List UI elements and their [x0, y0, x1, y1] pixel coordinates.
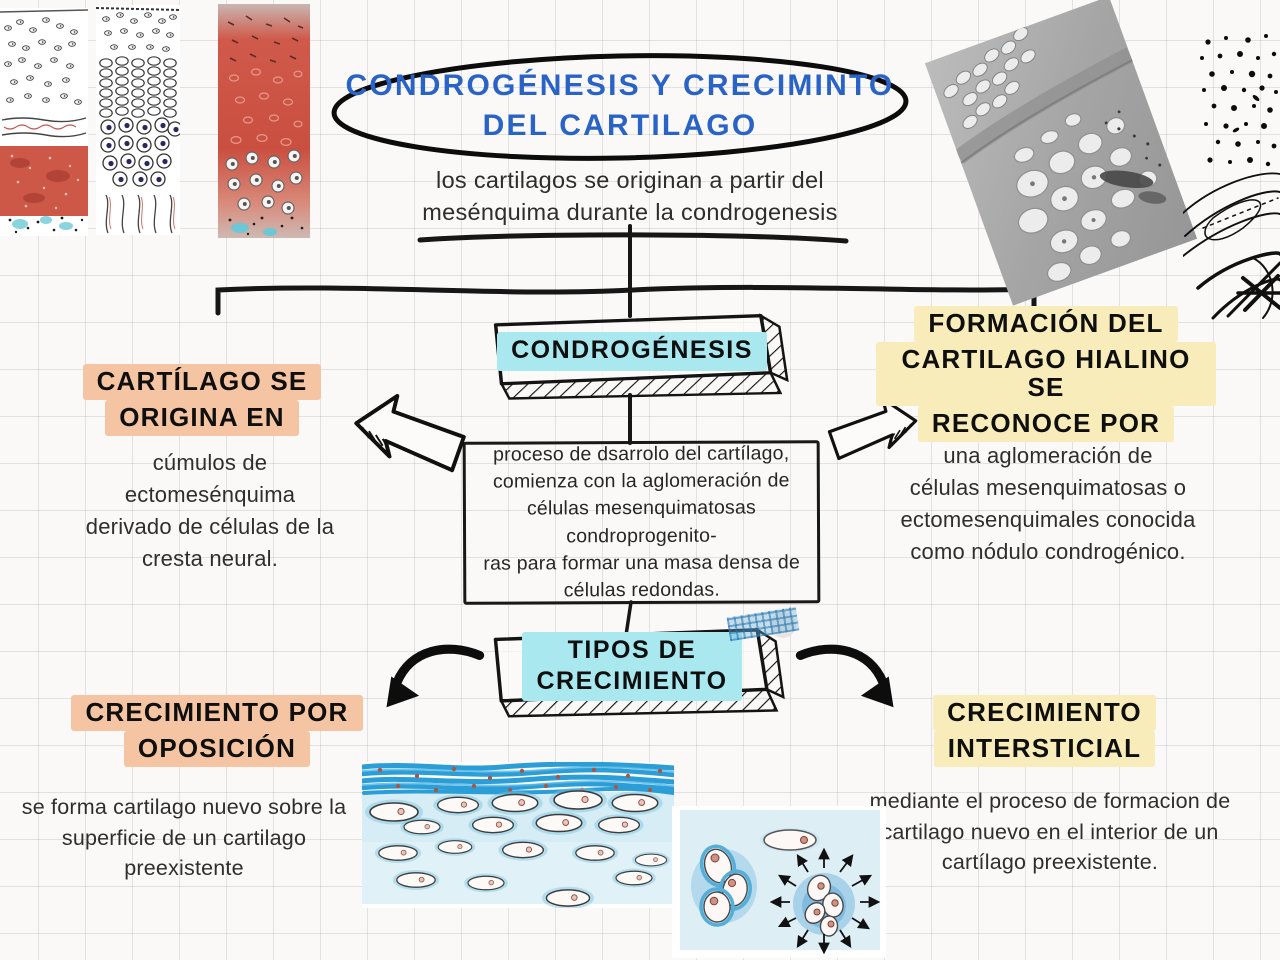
left-branch-heading: CARTÍLAGO SE ORIGINA EN [62, 364, 342, 437]
interstitial-growth-illustration [672, 806, 886, 958]
appositional-growth-illustration [362, 762, 674, 908]
process-note-line: proceso de dsarrolo del cartílago, [493, 441, 790, 466]
left-body-line: cúmulos de [152, 450, 268, 475]
process-note-line: ras para formar una masa densa de [483, 551, 801, 575]
opposition-heading: CRECIMIENTO POR OPOSICIÓN [62, 695, 372, 768]
opposition-heading-line-1: CRECIMIENTO POR [71, 695, 363, 732]
opposition-body-line: se forma cartilago nuevo sobre la [21, 795, 347, 819]
right-branch-body: una aglomeración de células mesenquimato… [862, 440, 1234, 568]
radiating-arrows [769, 847, 881, 955]
interstitial-body-line: cartilago nuevo en el interior de un [881, 819, 1219, 844]
right-heading-line-3: RECONOCE POR [917, 406, 1175, 443]
title-group: CONDROGÉNESIS Y CRECIMINTO DEL CARTILAGO [328, 52, 912, 162]
interstitial-body: mediante el proceso de formacion de cart… [860, 786, 1240, 878]
process-note-line: células redondas. [563, 578, 720, 602]
subtitle-line-1: los cartilagos se originan a partir del [436, 167, 824, 193]
dots-doodle [1200, 34, 1278, 167]
arrow-upper-left-icon [354, 393, 466, 473]
right-body-line: una aglomeración de [943, 443, 1153, 468]
subtitle-line-2: mesénquima durante la condrogenesis [422, 199, 838, 226]
right-heading-line-2: CARTILAGO HIALINO SE [876, 342, 1216, 407]
opposition-body-line: superficie de un cartilago [61, 825, 307, 850]
right-branch-heading: FORMACIÓN DEL CARTILAGO HIALINO SE RECON… [876, 306, 1216, 443]
opposition-body: se forma cartilago nuevo sobre la superf… [8, 792, 360, 884]
condrogenesis-box-label: CONDROGÉNESIS [497, 332, 767, 371]
title-oval-outline [331, 53, 909, 161]
condrogenesis-box: CONDROGÉNESIS [482, 312, 794, 404]
title-line-1: CONDROGÉNESIS Y CRECIMINTO [345, 69, 895, 102]
interstitial-body-line: mediante el proceso de formacion de [869, 789, 1231, 813]
interstitial-heading-line-1: CRECIMIENTO [933, 695, 1156, 732]
curved-arrow-right-icon [795, 644, 894, 708]
right-heading-line-1: FORMACIÓN DEL [914, 306, 1178, 343]
histology-strip-sketch-1 [0, 8, 88, 236]
left-body-line: ectomesénquima [124, 481, 296, 507]
left-body-line: cresta neural. [141, 545, 279, 571]
process-note-line: condroprogenito- [566, 524, 717, 547]
histology-strip-stained [218, 4, 310, 238]
subtitle: los cartilagos se originan a partir del … [370, 164, 890, 229]
scribble-doodle [1183, 172, 1280, 320]
opposition-body-line: preexistente [124, 856, 244, 881]
left-heading-line-1: CARTÍLAGO SE [82, 364, 322, 401]
curved-arrow-left-icon [386, 644, 485, 708]
tipos-box-line-2: CRECIMIENTO [536, 666, 728, 695]
right-body-line: como nódulo condrogénico. [910, 538, 1186, 564]
process-note-box: proceso de dsarrolo del cartílago, comie… [462, 440, 821, 605]
interstitial-body-line: cartílago preexistente. [941, 850, 1159, 875]
process-note-line: comienza con la aglomeración de [492, 469, 790, 493]
right-body-line: ectomesenquimales conocida [900, 506, 1196, 532]
process-note-line: células mesenquimatosas [526, 496, 756, 520]
interstitial-heading: CRECIMIENTO INTERSTICIAL [922, 695, 1167, 768]
tipos-box: TIPOS DE CRECIMIENTO [482, 626, 790, 722]
histology-strip-sketch-2 [96, 5, 180, 235]
left-heading-line-2: ORIGINA EN [105, 400, 299, 437]
right-body-line: células mesenquimatosas o [909, 474, 1187, 500]
left-body-line: derivado de células de la [85, 513, 335, 539]
interstitial-heading-line-2: INTERSTICIAL [933, 731, 1156, 768]
tipos-box-label: TIPOS DE CRECIMIENTO [522, 632, 742, 701]
cartilage-photo-grayscale [924, 0, 1198, 306]
left-branch-body: cúmulos de ectomesénquima derivado de cé… [50, 447, 370, 575]
tipos-box-line-1: TIPOS DE [567, 636, 697, 664]
title-line-2: DEL CARTILAGO [482, 108, 758, 142]
opposition-heading-line-2: OPOSICIÓN [123, 731, 311, 768]
